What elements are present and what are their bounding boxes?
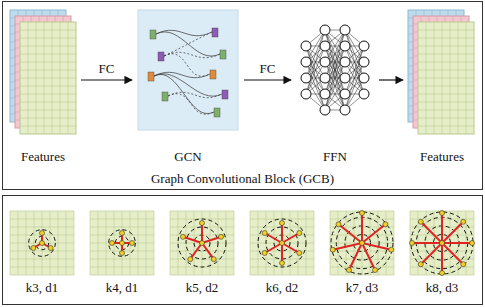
kernel-patch	[90, 211, 154, 275]
module-label: GCN	[174, 149, 201, 164]
edge-label: FC	[260, 61, 276, 76]
ffn-network	[301, 25, 369, 115]
arrow-connector	[81, 79, 132, 80]
module-box: Features	[404, 6, 480, 166]
gcn-graph	[138, 10, 238, 130]
edge-label: FC	[99, 61, 115, 76]
kernel-label: k7, d3	[346, 280, 379, 295]
kernel-patch	[170, 211, 234, 275]
kernel-patch	[10, 211, 74, 275]
kernel-label: k4, d1	[106, 280, 139, 295]
feature-stack	[408, 10, 474, 134]
module-label: FFN	[323, 149, 347, 164]
kernel-label: k5, d2	[186, 280, 219, 295]
kernel-patch	[410, 211, 475, 276]
module-box: GCN	[133, 6, 243, 166]
block-panel: Graph Convolutional Block (GCB) Features G…	[2, 1, 483, 190]
kernel-label: k6, d2	[266, 280, 299, 295]
module-label: Features	[420, 149, 464, 164]
block-caption: Graph Convolutional Block (GCB)	[151, 171, 334, 186]
arrow-connector	[244, 79, 291, 80]
module-label: Features	[21, 149, 65, 164]
arrow-connector	[379, 79, 403, 80]
kernel-label: k8, d3	[426, 280, 459, 295]
kernel-panel	[3, 196, 483, 305]
module-box: FFN	[292, 6, 378, 166]
kernel-label: k3, d1	[26, 280, 59, 295]
kernel-patch	[330, 211, 394, 276]
module-box: Features	[6, 6, 80, 166]
feature-stack	[10, 10, 76, 134]
kernel-patch	[250, 211, 314, 275]
